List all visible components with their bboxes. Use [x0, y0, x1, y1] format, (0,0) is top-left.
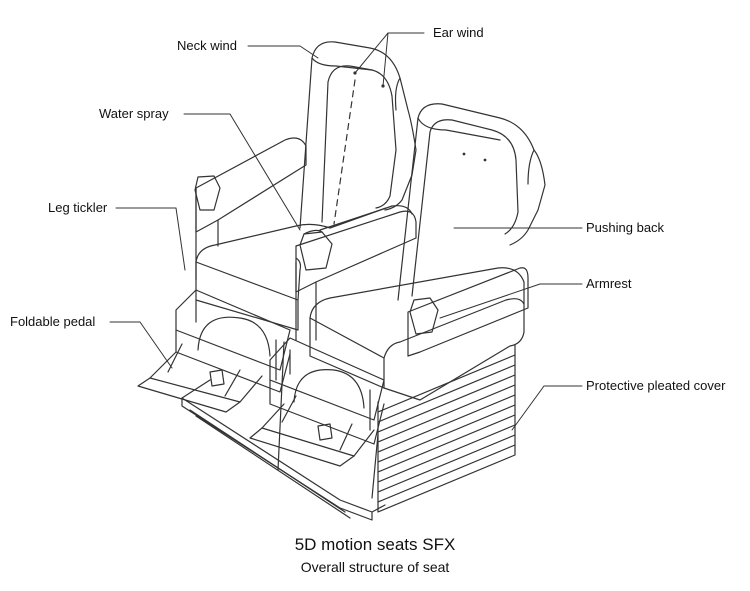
pleated-cover: [377, 344, 516, 513]
label-leg-tickler: Leg tickler: [48, 200, 108, 215]
ear-wind-outlets: [353, 71, 487, 162]
leader-lines: [109, 32, 583, 431]
label-water-spray: Water spray: [99, 106, 169, 121]
caption-subtitle: Overall structure of seat: [300, 559, 450, 575]
neck-wind-duct: [333, 79, 356, 225]
label-ear-wind: Ear wind: [433, 25, 484, 40]
label-neck-wind: Neck wind: [177, 38, 237, 53]
base-plate: [181, 379, 386, 521]
label-armrest: Armrest: [586, 276, 632, 291]
left-seat: [137, 41, 417, 413]
label-foldable-pedal: Foldable pedal: [10, 314, 96, 329]
label-protective-cover: Protective pleated cover: [586, 378, 726, 393]
label-pushing-back: Pushing back: [586, 220, 665, 235]
caption-title: 5D motion seats SFX: [294, 535, 456, 554]
right-seat: [249, 103, 546, 499]
